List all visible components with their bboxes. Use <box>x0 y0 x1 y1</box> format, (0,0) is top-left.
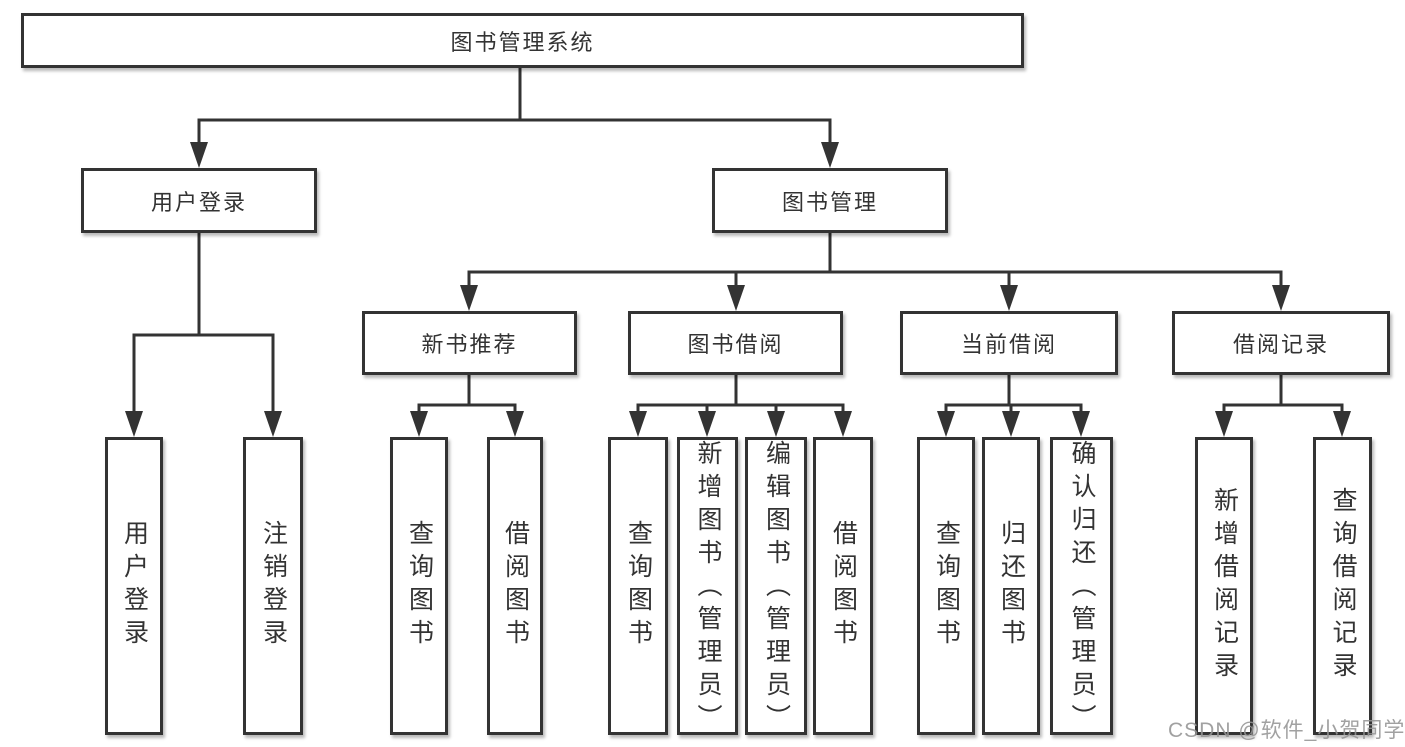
node-leaf-edit-books-admin: 编辑图书（管理员） <box>745 437 807 737</box>
node-label: 图书借阅 <box>687 332 784 357</box>
node-current-borrow: 当前借阅 <box>900 311 1118 375</box>
node-leaf-confirm-return-admin: 确认归还（管理员） <box>1050 437 1113 737</box>
node-leaf-query-borrow-record: 查询借阅记录 <box>1313 437 1372 735</box>
node-leaf-return-books: 归还图书 <box>982 437 1040 735</box>
node-label: 用户登录 <box>150 189 247 215</box>
connector-root-to-level2 <box>190 66 839 168</box>
node-leaf-logout: 注销登录 <box>243 437 303 735</box>
node-leaf-add-borrow-record: 新增借阅记录 <box>1195 437 1253 735</box>
node-leaf-add-books-admin: 新增图书（管理员） <box>677 437 738 737</box>
connector-book-management-children <box>460 231 1290 311</box>
node-label: 新增借阅记录 <box>1210 487 1239 685</box>
node-label: 注销登录 <box>259 520 288 652</box>
node-user-login: 用户登录 <box>81 168 317 233</box>
connector-current-borrow-children <box>937 373 1090 437</box>
node-label: 新增图书（管理员） <box>694 440 722 737</box>
node-label: 查询图书 <box>405 520 434 652</box>
connector-borrow-records-children <box>1215 373 1351 437</box>
node-leaf-borrow-books-1: 借阅图书 <box>487 437 543 735</box>
node-book-management: 图书管理 <box>712 168 948 233</box>
csdn-watermark: CSDN @软件_小贺同学 <box>1168 719 1405 742</box>
node-label: 图书管理 <box>781 189 878 215</box>
node-leaf-query-books-1: 查询图书 <box>390 437 448 735</box>
node-leaf-query-books-3: 查询图书 <box>917 437 975 735</box>
node-label: 借阅图书 <box>829 520 858 652</box>
node-label: 确认归还（管理员） <box>1068 440 1096 737</box>
node-label: 当前借阅 <box>960 332 1057 357</box>
node-label: 查询图书 <box>624 520 653 652</box>
node-label: 图书管理系统 <box>450 29 595 55</box>
node-label: 编辑图书（管理员） <box>762 440 791 737</box>
node-label: 借阅图书 <box>501 520 530 652</box>
node-label: 查询图书 <box>932 520 961 652</box>
node-root: 图书管理系统 <box>21 13 1024 68</box>
node-label: 用户登录 <box>120 520 149 652</box>
node-borrow-records: 借阅记录 <box>1172 311 1390 375</box>
connector-book-borrow-children <box>629 373 852 437</box>
node-label: 新书推荐 <box>421 332 518 357</box>
node-label: 借阅记录 <box>1232 332 1329 357</box>
node-leaf-user-login: 用户登录 <box>105 437 163 735</box>
connector-new-book-recommend-children <box>410 373 524 437</box>
node-leaf-query-books-2: 查询图书 <box>608 437 668 735</box>
node-leaf-borrow-books-2: 借阅图书 <box>813 437 873 735</box>
node-label: 归还图书 <box>997 520 1026 652</box>
node-new-book-recommend: 新书推荐 <box>362 311 577 375</box>
node-book-borrow: 图书借阅 <box>628 311 843 375</box>
node-label: 查询借阅记录 <box>1329 487 1357 685</box>
connector-user-login-children <box>125 231 282 437</box>
